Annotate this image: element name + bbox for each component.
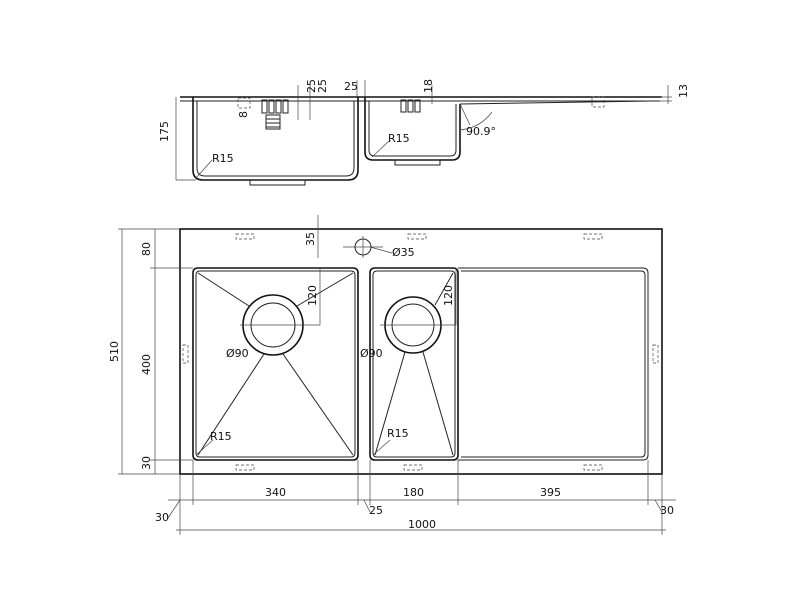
side-small-waste — [394, 159, 441, 166]
plan-120-right-label: 120 — [442, 285, 455, 306]
side-left-bowl-inner — [196, 101, 355, 177]
side-r15-leader-right — [371, 139, 391, 158]
plan-clip-top-mid — [407, 233, 427, 240]
plan-clip-bottom-left — [235, 464, 255, 471]
side-175-label: 175 — [158, 121, 171, 142]
bottom-30-right-label: 30 — [660, 504, 674, 517]
side-13-label: 13 — [677, 84, 690, 98]
plan-clip-bottom-right — [583, 464, 603, 471]
plan-tap-label: Ø35 — [392, 246, 415, 259]
plan-left-bowl-inner — [195, 270, 356, 458]
side-25b-label: 25 — [316, 79, 329, 93]
plan-right-bowl — [369, 267, 459, 461]
bottom-dimensions — [167, 460, 676, 535]
plan-r15-left-label: R15 — [210, 430, 232, 443]
side-view — [175, 80, 672, 186]
side-clip-left — [237, 97, 251, 109]
side-r15-left-label: R15 — [212, 152, 234, 165]
side-angle-leader — [459, 103, 471, 126]
side-overflow-right — [400, 99, 421, 113]
bottom-30-left-label: 30 — [155, 511, 169, 524]
plan-outline — [179, 228, 663, 475]
plan-right-bowl-inner — [372, 270, 456, 458]
side-overflow-left — [261, 99, 289, 130]
plan-30-left-label: 30 — [140, 456, 153, 470]
plan-view — [118, 215, 663, 475]
plan-drainer — [458, 267, 649, 461]
plan-clip-top-left — [235, 233, 255, 240]
bottom-180-label: 180 — [403, 486, 424, 499]
side-small-bowl-inner — [368, 101, 457, 157]
plan-clip-top-right — [583, 233, 603, 240]
plan-80-label: 80 — [140, 242, 153, 256]
plan-d90-left-label: Ø90 — [226, 347, 249, 360]
side-r15-leader-left — [195, 159, 213, 179]
side-r15-right-label: R15 — [388, 132, 410, 145]
plan-clip-bottom-mid — [403, 464, 423, 471]
bottom-340-label: 340 — [265, 486, 286, 499]
bottom-1000-label: 1000 — [408, 518, 436, 531]
side-clip-right — [591, 96, 605, 108]
side-left-waste — [249, 179, 306, 186]
plan-510-label: 510 — [108, 341, 121, 362]
side-angle-arc — [459, 111, 493, 131]
plan-left-bowl — [192, 267, 359, 461]
plan-120-left-label: 120 — [306, 285, 319, 306]
plan-clip-right — [652, 344, 659, 364]
plan-400-label: 400 — [140, 354, 153, 375]
side-drainer-slope — [459, 100, 651, 105]
side-25a-label: 25 — [305, 79, 318, 93]
plan-35-label: 35 — [304, 232, 317, 246]
plan-r15-right-label: R15 — [387, 427, 409, 440]
bottom-395-label: 395 — [540, 486, 561, 499]
side-angle-label: 90.9° — [466, 125, 496, 138]
bottom-25-label: 25 — [369, 504, 383, 517]
plan-left-groove-1 — [197, 272, 250, 307]
plan-d90-right-label: Ø90 — [360, 347, 383, 360]
side-18-label: 18 — [422, 79, 435, 93]
side-25c-label: 25 — [344, 80, 358, 93]
plan-clip-left — [182, 344, 189, 364]
plan-drainer-inner — [461, 270, 646, 458]
side-8-label: 8 — [237, 111, 250, 118]
